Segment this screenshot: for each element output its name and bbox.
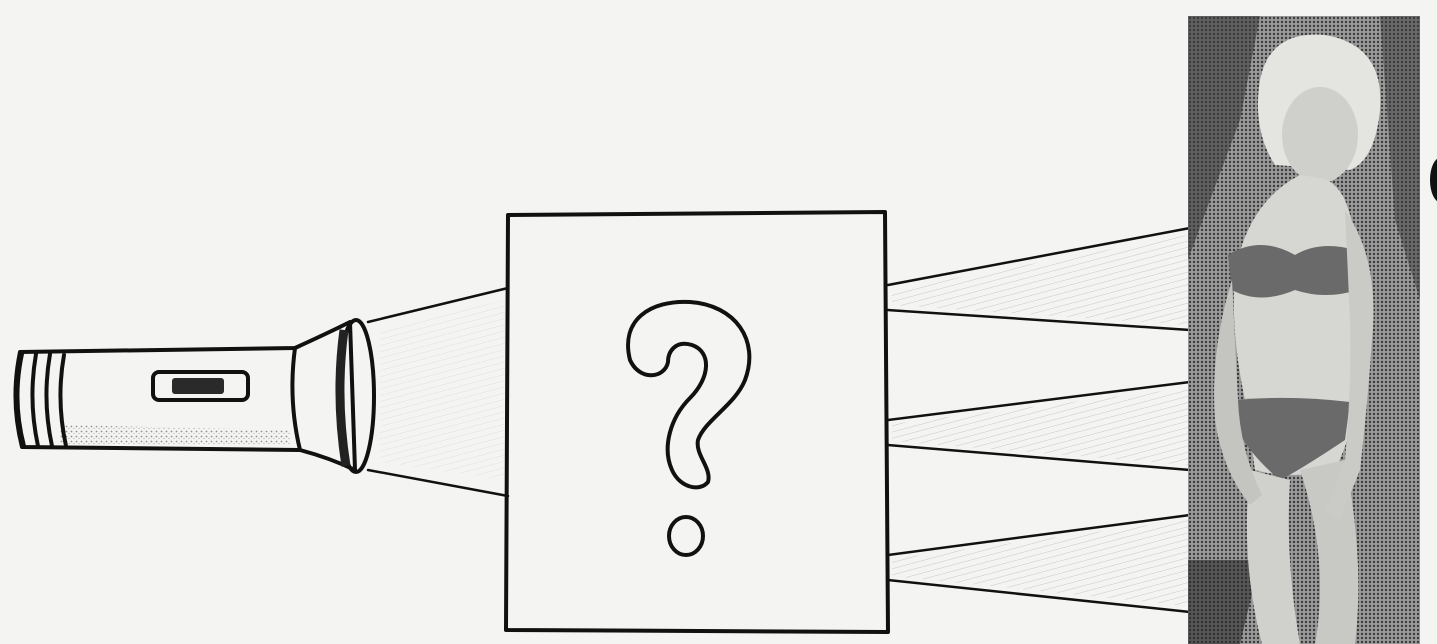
mystery-box (506, 212, 888, 632)
output-beam-top (888, 228, 1190, 330)
photo-of-woman-in-bikini (1188, 16, 1420, 644)
flashlight-icon (15, 320, 374, 472)
light-beam (368, 288, 508, 496)
edge-mark (1430, 158, 1437, 202)
output-beam-bottom (888, 515, 1190, 612)
question-mark-icon (628, 302, 749, 555)
output-beam-middle (888, 382, 1190, 470)
output-beams (888, 228, 1190, 612)
